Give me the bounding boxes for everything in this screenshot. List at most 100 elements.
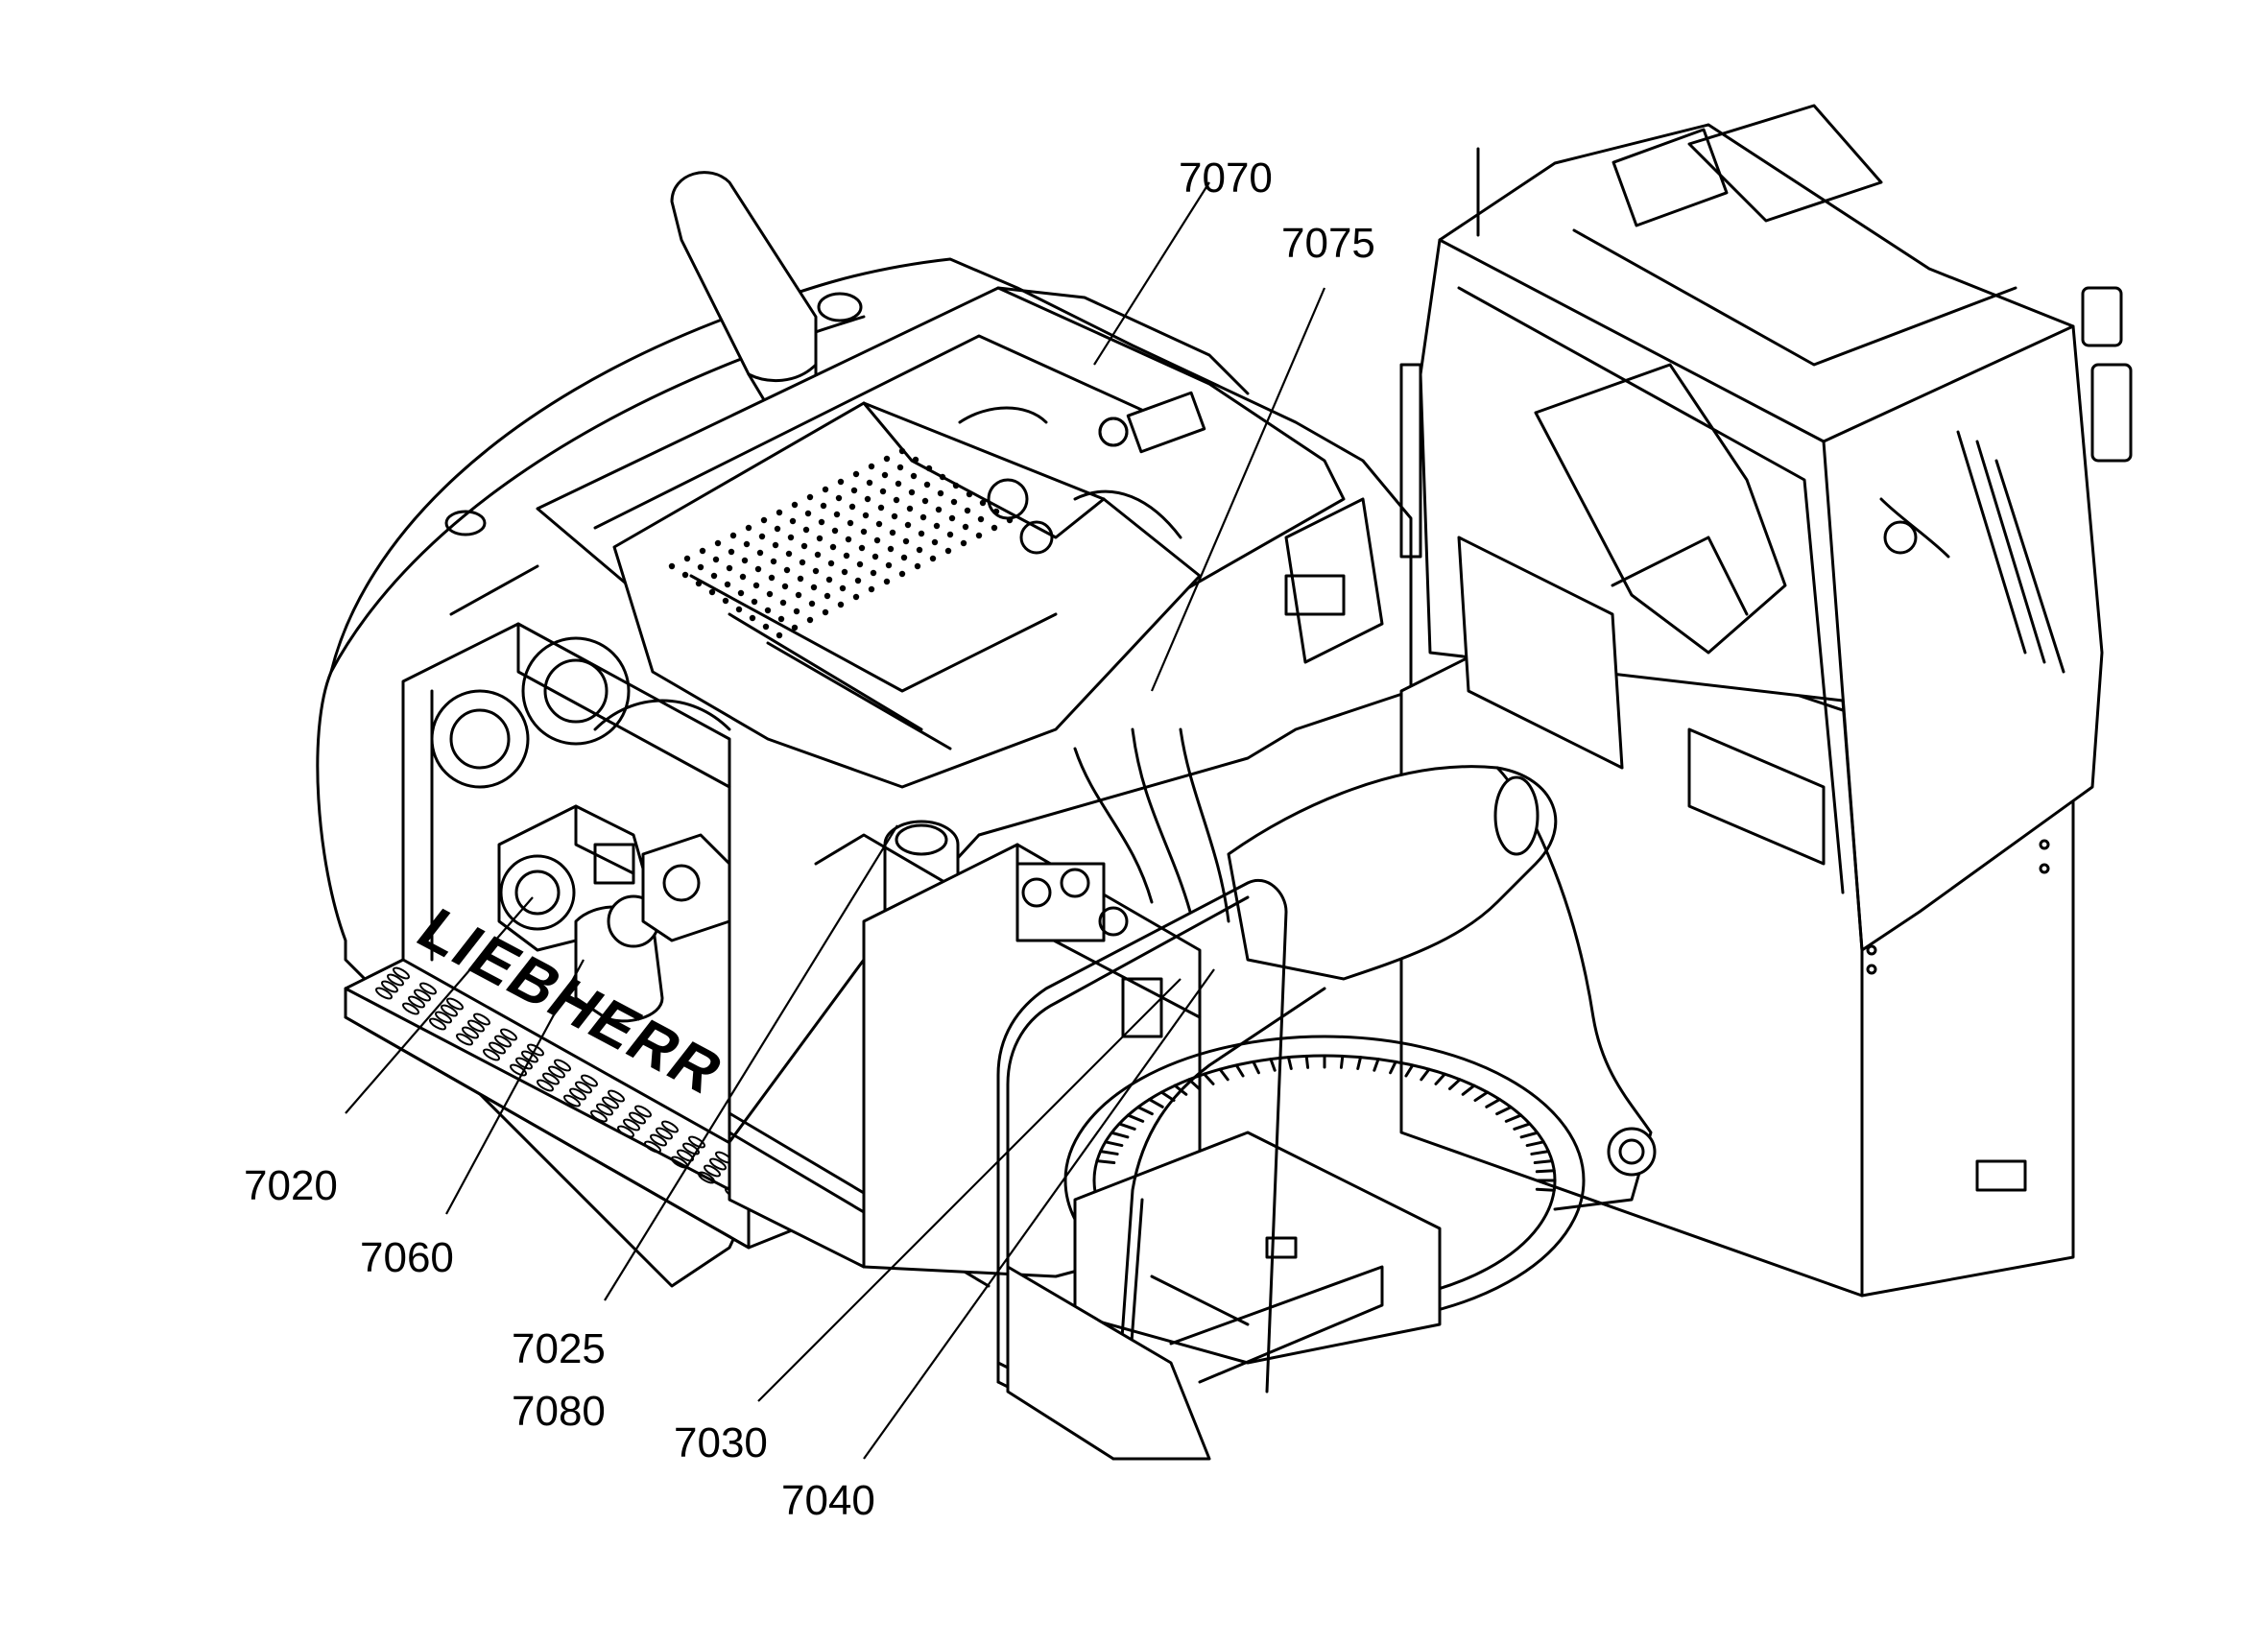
grille-hole (896, 464, 904, 471)
grille-hole (708, 588, 716, 596)
grille-hole (868, 463, 875, 470)
grille-hole (848, 503, 856, 511)
grille-hole (820, 502, 827, 510)
engine-block (612, 401, 1202, 789)
gear-tooth (1373, 1058, 1380, 1072)
grille-hole (852, 593, 860, 601)
tread-slot (419, 982, 437, 995)
tread-slot (656, 1127, 673, 1140)
grille-hole (946, 531, 954, 538)
grille-hole (726, 564, 733, 572)
grille-hole (827, 560, 835, 567)
grille-hole (760, 516, 768, 524)
tread-slot (542, 1072, 560, 1085)
grille-hole (837, 601, 845, 608)
tread-slot (441, 1004, 458, 1017)
grille-hole (681, 571, 689, 579)
grille-hole (822, 486, 829, 493)
grille-hole (825, 576, 833, 584)
grille-hole (871, 553, 879, 560)
gear-tooth (1339, 1054, 1345, 1069)
grille-hole (712, 556, 720, 563)
tread-slot (581, 1074, 598, 1087)
grille-hole (728, 548, 735, 556)
tread-slot (483, 1048, 500, 1061)
tread-slot (515, 1057, 533, 1070)
grille-hole (735, 606, 743, 613)
grille-hole (933, 522, 941, 530)
grille-hole (756, 549, 764, 557)
grille-hole (806, 616, 814, 624)
gear-tooth (1404, 1063, 1415, 1078)
grille-hole (806, 493, 814, 501)
grille-hole (668, 562, 676, 570)
gear-tooth (1519, 1131, 1540, 1139)
grille-hole (789, 517, 797, 525)
grille-hole (768, 574, 776, 582)
leader-7020 (345, 896, 534, 1114)
grille-hole (814, 551, 822, 559)
tread-slot (408, 995, 425, 1009)
tread-slot (563, 1094, 581, 1108)
grille-hole (829, 543, 837, 551)
grille-hole (804, 510, 812, 517)
grille-hole (762, 623, 770, 631)
grille-hole (710, 572, 718, 580)
grille-hole (800, 542, 808, 550)
grille-hole (770, 558, 777, 565)
grille-hole (977, 515, 985, 523)
tread-slot (429, 1017, 446, 1031)
tread-slot (548, 1065, 565, 1079)
grille-hole (791, 624, 799, 631)
grille-hole (802, 526, 810, 534)
gear-tooth (1203, 1072, 1215, 1085)
tread-slot (623, 1118, 640, 1132)
top-panel (1098, 391, 1384, 664)
grille-hole (898, 570, 906, 578)
grille-hole (777, 615, 785, 623)
gear-tooth (1095, 1159, 1116, 1165)
gear-tooth (1434, 1072, 1446, 1085)
grille-hole (835, 494, 843, 502)
grille-hole (889, 529, 896, 536)
tread-slot (467, 1019, 485, 1033)
grille-hole (841, 568, 848, 576)
gear-tooth (1535, 1169, 1556, 1174)
leader-7060 (445, 959, 585, 1215)
tread-slot (554, 1059, 571, 1072)
grille-hole (948, 514, 956, 522)
grille-hole (862, 512, 870, 519)
grille-hole (749, 614, 756, 622)
tread-slot (387, 973, 404, 987)
grille-hole (960, 539, 967, 547)
grille-hole (891, 512, 898, 520)
tread-slot (489, 1041, 506, 1055)
leader-7040 (863, 968, 1215, 1460)
grille-hole (850, 487, 858, 494)
grille-hole (852, 470, 860, 478)
grille-hole (975, 532, 983, 539)
gear-tooth (1535, 1187, 1556, 1192)
grille-hole (683, 555, 691, 562)
grille-hole (729, 532, 737, 539)
gear-tooth (1533, 1159, 1554, 1165)
grille-hole (860, 528, 868, 536)
grille-hole (866, 479, 873, 487)
grille-hole (839, 584, 847, 592)
tread-slot (661, 1120, 679, 1133)
tread-slot (688, 1135, 705, 1149)
grille-hole (881, 471, 889, 479)
gear-tooth (1104, 1140, 1124, 1148)
grille-hole (837, 478, 845, 486)
tread-slot (510, 1063, 527, 1077)
grille-hole (885, 561, 893, 569)
swing-ring (1063, 1035, 1586, 1365)
guard-rail-frame (996, 878, 1384, 1461)
grille-hole (799, 559, 806, 566)
grille-hole (741, 557, 749, 564)
tread-slot (590, 1109, 608, 1123)
tread-slot (521, 1050, 538, 1063)
gear-tooth (1136, 1106, 1154, 1116)
tread-slot (602, 1096, 619, 1109)
tread-slot (677, 1149, 694, 1162)
